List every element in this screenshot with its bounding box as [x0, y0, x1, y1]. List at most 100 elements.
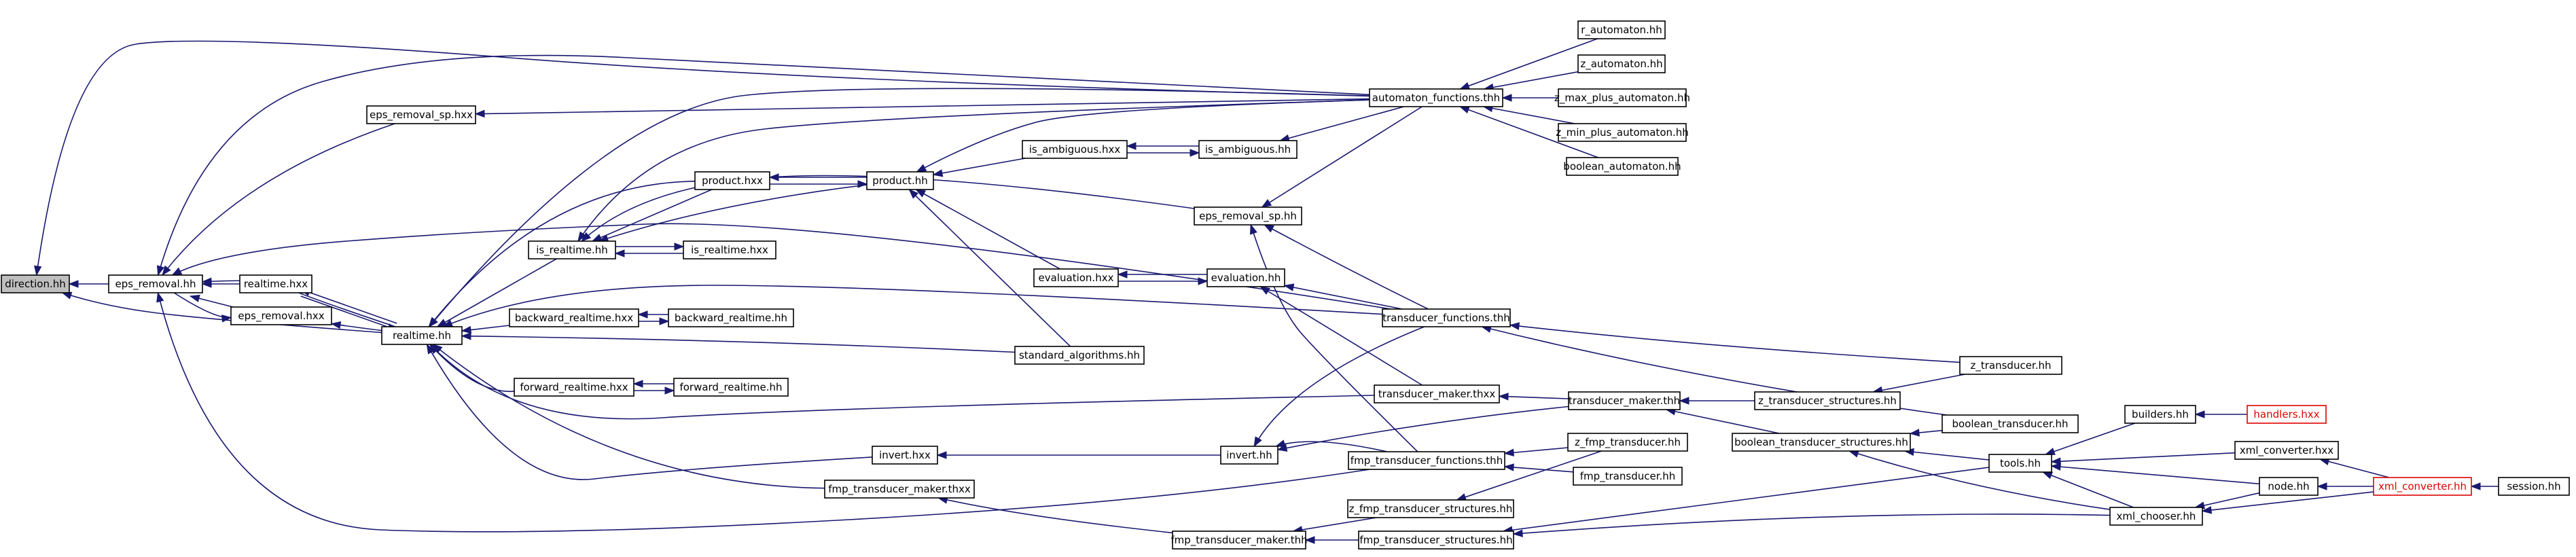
edge-backward_realtime_hh-to-backward_realtime_hxx: [637, 310, 668, 319]
edge-z_fmp_transducer-to-fmp_transducer_functions: [1503, 447, 1569, 456]
node-xml-chooser[interactable]: xml_chooser.hh: [2109, 507, 2203, 526]
node-label: is_ambiguous.hh: [1205, 143, 1291, 156]
node-eps-removal-hh[interactable]: eps_removal.hh: [108, 274, 203, 293]
node-z-automaton[interactable]: z_automaton.hh: [1577, 54, 1666, 73]
node-automaton-functions[interactable]: automaton_functions.thh: [1369, 88, 1503, 107]
node-box: [514, 378, 634, 397]
node-evaluation-hxx[interactable]: evaluation.hxx: [1033, 268, 1119, 287]
node-fmp-transducer-structures[interactable]: fmp_transducer_structures.hh: [1358, 531, 1514, 550]
node-label: transducer_functions.thh: [1382, 312, 1510, 325]
node-tools[interactable]: tools.hh: [1988, 454, 2052, 473]
edge-node_hh-to-xml_chooser: [2194, 492, 2260, 509]
edge-automaton_functions-to-eps_removal_hh: [156, 54, 1370, 276]
node-boolean-transducer-structures[interactable]: boolean_transducer_structures.hh: [1732, 433, 1911, 452]
edge-z_transducer-to-z_transducer_structures: [1872, 374, 1965, 395]
node-evaluation-hh[interactable]: evaluation.hh: [1206, 268, 1285, 287]
node-box: [1369, 88, 1503, 107]
node-label: xml_converter.hh: [2378, 480, 2467, 493]
node-label: transducer_maker.thh: [1569, 395, 1680, 408]
node-fmp-transducer-maker-thh[interactable]: fmp_transducer_maker.thh: [1170, 531, 1308, 550]
node-box: [1194, 206, 1302, 226]
node-r-automaton[interactable]: r_automaton.hh: [1577, 20, 1666, 39]
node-z-transducer[interactable]: z_transducer.hh: [1959, 356, 2062, 375]
node-box: [1220, 446, 1278, 465]
edge-z_max_plus_automaton-to-automaton_functions: [1501, 94, 1558, 102]
edge-transducer_functions-to-evaluation_hh: [1283, 283, 1403, 310]
node-node-hh[interactable]: node.hh: [2259, 477, 2319, 496]
node-label: session.hh: [2507, 480, 2560, 492]
edge-fmp_transducer_functions-to-invert_hh: [1275, 439, 1387, 452]
node-boolean-transducer[interactable]: boolean_transducer.hh: [1942, 414, 2079, 433]
node-is-ambiguous-hh[interactable]: is_ambiguous.hh: [1198, 140, 1298, 159]
node-transducer-maker-thh[interactable]: transducer_maker.thh: [1568, 391, 1681, 410]
node-standard-algorithms[interactable]: standard_algorithms.hh: [1014, 346, 1145, 365]
node-box: [1374, 384, 1500, 403]
node-fmp-transducer-maker-thxx[interactable]: fmp_transducer_maker.thxx: [824, 480, 975, 499]
node-z-max-plus-automaton[interactable]: z_max_plus_automaton.hh: [1554, 88, 1690, 107]
node-label: boolean_transducer_structures.hh: [1734, 436, 1908, 449]
node-eps-removal-hxx[interactable]: eps_removal.hxx: [230, 306, 332, 325]
node-label: evaluation.hxx: [1039, 272, 1114, 284]
node-z-transducer-structures[interactable]: z_transducer_structures.hh: [1754, 391, 1901, 410]
node-xml-converter-hxx[interactable]: xml_converter.hxx: [2234, 441, 2339, 460]
node-eps-removal-sp-hh[interactable]: eps_removal_sp.hh: [1194, 206, 1302, 226]
node-box: [1577, 54, 1666, 73]
node-z-min-plus-automaton[interactable]: z_min_plus_automaton.hh: [1556, 123, 1689, 142]
node-forward-realtime-hxx[interactable]: forward_realtime.hxx: [514, 378, 634, 397]
node-handlers-hxx[interactable]: handlers.hxx: [2247, 405, 2327, 424]
node-label: z_min_plus_automaton.hh: [1556, 126, 1689, 139]
node-label: xml_converter.hxx: [2240, 444, 2333, 457]
edge-is_realtime_hh-to-is_realtime_hxx: [615, 242, 685, 251]
edge-automaton_functions-to-realtime_hh: [429, 88, 1370, 328]
node-realtime-hxx[interactable]: realtime.hxx: [239, 274, 312, 293]
node-box: [230, 306, 332, 325]
node-direction[interactable]: direction.hh: [1, 274, 70, 293]
node-label: realtime.hxx: [244, 278, 308, 290]
edge-automaton_functions-to-direction: [34, 40, 1370, 276]
node-layer: direction.hh eps_removal.hh realtime.hxx ep…: [1, 20, 2570, 550]
node-invert-hh[interactable]: invert.hh: [1220, 446, 1278, 465]
edge-is_realtime_hh-to-realtime_hh: [436, 258, 557, 327]
node-z-fmp-transducer[interactable]: z_fmp_transducer.hh: [1567, 433, 1688, 452]
node-forward-realtime-hh[interactable]: forward_realtime.hh: [673, 378, 789, 397]
node-label: handlers.hxx: [2253, 408, 2319, 420]
node-box: [824, 480, 975, 499]
node-label: boolean_transducer.hh: [1952, 418, 2068, 431]
edge-transducer_functions-to-invert_hh: [1253, 326, 1425, 448]
node-box: [872, 446, 938, 465]
edge-automaton_functions-to-eps_removal_sp_hxx: [474, 98, 1370, 118]
node-product-hxx[interactable]: product.hxx: [694, 171, 770, 190]
node-box: [1567, 433, 1688, 452]
node-z-fmp-transducer-structures[interactable]: z_fmp_transducer_structures.hh: [1347, 499, 1514, 518]
node-label: product.hxx: [702, 175, 763, 187]
edge-boolean_transducer-to-boolean_transducer_structures: [1909, 429, 1943, 437]
node-transducer-maker-thxx[interactable]: transducer_maker.thxx: [1374, 384, 1500, 403]
node-backward-realtime-hxx[interactable]: backward_realtime.hxx: [509, 308, 639, 327]
node-xml-converter-hh[interactable]: xml_converter.hh: [2373, 477, 2472, 496]
node-invert-hxx[interactable]: invert.hxx: [872, 446, 938, 465]
node-fmp-transducer[interactable]: fmp_transducer.hh: [1573, 467, 1683, 486]
node-fmp-transducer-functions[interactable]: fmp_transducer_functions.thh: [1348, 451, 1505, 470]
node-is-ambiguous-hxx[interactable]: is_ambiguous.hxx: [1022, 140, 1128, 159]
edge-handlers_hxx-to-builders: [2194, 410, 2247, 418]
node-label: fmp_transducer_maker.thxx: [828, 483, 971, 496]
node-label: direction.hh: [5, 278, 66, 290]
node-session-hh[interactable]: session.hh: [2498, 477, 2570, 496]
edge-standard_algorithms-to-realtime_hh: [461, 332, 1016, 353]
node-is-realtime-hxx[interactable]: is_realtime.hxx: [683, 240, 776, 259]
node-backward-realtime-hh[interactable]: backward_realtime.hh: [668, 308, 794, 327]
edge-forward_realtime_hh-to-forward_realtime_hxx: [632, 380, 674, 388]
node-label: is_realtime.hh: [536, 244, 608, 257]
node-realtime-hh[interactable]: realtime.hh: [381, 326, 463, 345]
node-transducer-functions[interactable]: transducer_functions.thh: [1382, 308, 1511, 327]
node-eps-removal-sp-hxx[interactable]: eps_removal_sp.hxx: [366, 105, 476, 124]
node-box: [1172, 531, 1306, 550]
node-product-hh[interactable]: product.hh: [866, 171, 934, 190]
node-box: [1382, 308, 1511, 327]
node-is-realtime-hh[interactable]: is_realtime.hh: [528, 240, 616, 259]
edge-fmp_transducer_maker_thxx-to-realtime_hh: [432, 344, 825, 489]
edge-transducer_maker_thh-to-invert_hh: [1276, 406, 1569, 452]
edge-r_automaton-to-automaton_functions: [1459, 38, 1598, 90]
node-boolean-automaton[interactable]: boolean_automaton.hh: [1563, 157, 1681, 176]
node-builders[interactable]: builders.hh: [2124, 405, 2196, 424]
